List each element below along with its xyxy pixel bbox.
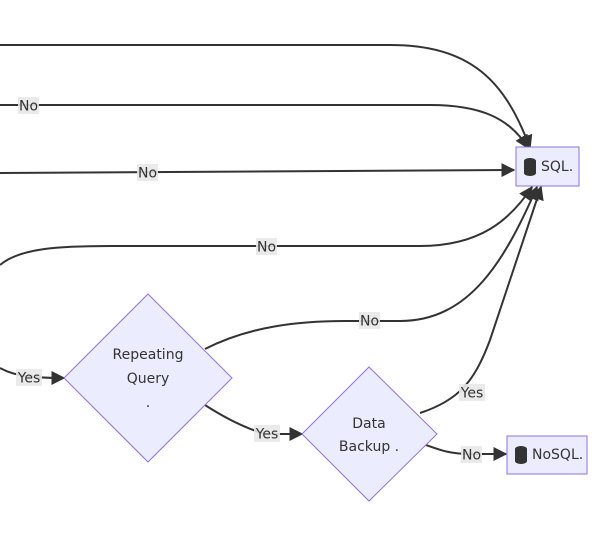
nosql-node: NoSQL. [506, 435, 588, 475]
edge-no-2-to-sql [0, 104, 529, 150]
repeating-query-decision: Repeating Query . [63, 293, 233, 463]
nosql-label: NoSQL. [532, 447, 583, 463]
edge-label-no-5: No [359, 312, 380, 330]
database-icon [524, 158, 536, 176]
edge-label-no-2: No [18, 97, 39, 115]
svg-text:Yes: Yes [460, 386, 484, 402]
edge-backup-yes-to-sql [419, 185, 544, 414]
svg-text:No: No [257, 240, 276, 256]
database-icon [515, 446, 527, 464]
svg-text:No: No [138, 166, 157, 182]
edge-repeating-no-to-sql [204, 185, 539, 350]
edge-repeating-yes-to-backup [204, 404, 304, 441]
svg-text:.: . [146, 395, 150, 411]
edge-label-yes-repeating-to-backup: Yes [254, 425, 280, 443]
sql-node: SQL. [515, 146, 580, 187]
svg-text:Data: Data [352, 416, 385, 432]
edge-no-4-to-sql [0, 185, 533, 266]
svg-text:No: No [19, 99, 38, 115]
edge-top-to-sql [0, 44, 533, 150]
edge-no-3-to-sql [0, 163, 516, 178]
edge-label-no-3: No [137, 164, 158, 182]
edge-label-no-4: No [256, 238, 277, 256]
sql-label: SQL. [541, 159, 573, 175]
svg-text:Query: Query [127, 371, 170, 387]
svg-text:Yes: Yes [17, 371, 41, 387]
svg-text:Backup .: Backup . [339, 439, 399, 455]
svg-text:No: No [462, 448, 481, 464]
edge-label-no-backup-to-nosql: No [461, 446, 482, 464]
data-backup-decision: Data Backup . [301, 366, 438, 502]
svg-text:No: No [360, 314, 379, 330]
edge-label-yes-backup-to-sql: Yes [459, 384, 485, 402]
svg-text:Repeating: Repeating [113, 347, 184, 363]
svg-text:Yes: Yes [255, 427, 279, 443]
edge-label-yes-into-repeating: Yes [16, 369, 42, 387]
